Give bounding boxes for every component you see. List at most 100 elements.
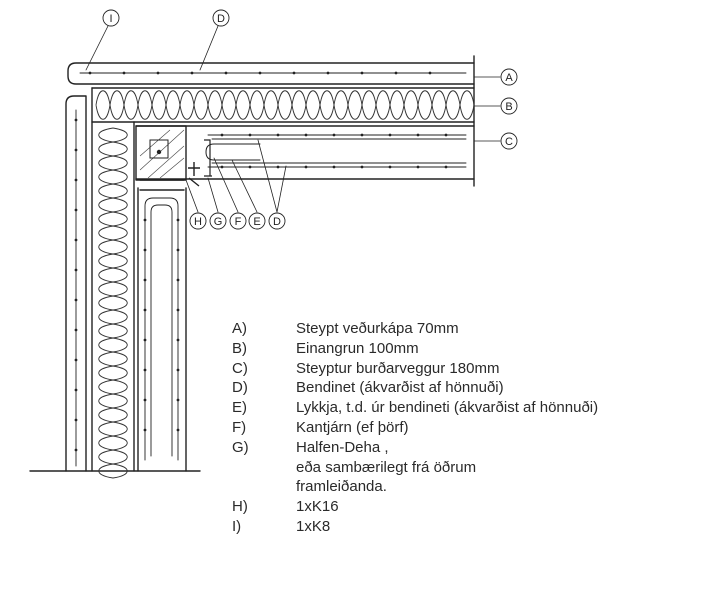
leader-E [231, 159, 258, 213]
legend-text: eða sambærilegt frá öðrum [296, 458, 477, 476]
legend-key [230, 477, 296, 497]
callout-C [500, 132, 518, 150]
corner-rebar-square [149, 139, 169, 159]
leader-D-bottom [257, 139, 287, 213]
corner-rebar-dot [156, 149, 162, 155]
callout-H-label: H [194, 216, 202, 228]
legend-item: B) Einangrun 100mm [230, 339, 598, 359]
rebar-dot [176, 338, 180, 342]
legend-text: framleiðanda. [296, 478, 387, 496]
rebar-dot [176, 308, 180, 312]
callout-H [189, 212, 207, 230]
rebar-dot [74, 418, 78, 422]
leader-H [185, 179, 199, 213]
rebar-dot [74, 238, 78, 242]
outer-skin-horizontal [67, 62, 475, 85]
rebar-dot [304, 165, 308, 169]
rebar-dot [74, 298, 78, 302]
rebar-dot [74, 148, 78, 152]
rebar-dot [176, 368, 180, 372]
rebar-dot [190, 71, 194, 75]
rebar-dot [143, 428, 147, 432]
rebar-dot [276, 165, 280, 169]
rebar-dot [248, 133, 252, 137]
corner-block-hatching [139, 129, 185, 179]
callout-F [229, 212, 247, 230]
insulation-pattern-vertical [98, 127, 128, 479]
rebar-dot [258, 71, 262, 75]
rebar-dot [74, 118, 78, 122]
rebar-loop [205, 143, 261, 161]
rebar-dot [292, 71, 296, 75]
rebar-dot [74, 328, 78, 332]
callout-A-label: A [505, 72, 513, 84]
callout-G [209, 212, 227, 230]
rebar-dot [143, 218, 147, 222]
legend-item: A) Steypt veðurkápa 70mm [230, 319, 598, 339]
legend-item: C)Steyptur burðarveggur 180mm [230, 359, 598, 379]
rebar-dot [143, 248, 147, 252]
rebar-dot [74, 388, 78, 392]
outer-skin-vertical [65, 95, 87, 472]
legend-text: Lykkja, t.d. úr bendineti (ákvarðist af … [296, 399, 599, 417]
rebar-dot [88, 71, 92, 75]
legend-text: Steypt veðurkápa 70mm [296, 320, 459, 337]
legend-key: C) [232, 359, 248, 377]
legend-item: I)1xK8 [230, 517, 598, 537]
edge-bar-marks [204, 139, 212, 177]
callout-A [500, 68, 518, 86]
legend-key: F) [232, 418, 247, 436]
legend-key [230, 458, 296, 478]
callout-F-label: F [235, 216, 242, 228]
rebar-dot [143, 398, 147, 402]
rebar-dot [276, 133, 280, 137]
legend-key: G) [232, 438, 249, 456]
legend-key: A) [232, 320, 247, 337]
rebar-dot [332, 133, 336, 137]
legend-item: E)Lykkja, t.d. úr bendineti (ákvarðist a… [230, 398, 598, 418]
rebar-dot [428, 71, 432, 75]
legend-item-continuation: framleiðanda. [230, 477, 598, 497]
legend-text: Einangrun 100mm [296, 339, 419, 357]
rebar-dot [416, 165, 420, 169]
legend-item: H) 1xK16 [230, 497, 598, 517]
rebar-dot [122, 71, 126, 75]
leader-F [213, 157, 239, 213]
legend-key: H) [232, 498, 248, 516]
rebar-dot [248, 165, 252, 169]
rebar-dot [143, 368, 147, 372]
callout-D-label: D [217, 13, 225, 25]
rebar-dot [74, 208, 78, 212]
rebar-dot [388, 165, 392, 169]
legend-key: I) [232, 517, 242, 535]
callout-I [102, 9, 120, 27]
legend-item: G) Halfen-Deha , [230, 438, 598, 458]
legend-text: 1xK16 [296, 498, 339, 516]
legend-key: D) [232, 379, 248, 397]
rebar-dot [74, 448, 78, 452]
rebar-vertical-outer-loop [144, 197, 179, 461]
legend-item-continuation: eða sambærilegt frá öðrum [230, 458, 598, 478]
callout-C-label: C [505, 136, 513, 148]
rebar-dot [74, 358, 78, 362]
legend-text: Halfen-Deha , [296, 438, 389, 456]
callout-E-label: E [253, 216, 260, 228]
legend-text: Kantjárn (ef þörf) [296, 418, 409, 436]
rebar-dot [176, 218, 180, 222]
rebar-cross-sections [74, 71, 448, 452]
rebar-dot [326, 71, 330, 75]
rebar-dot [444, 133, 448, 137]
legend-key: B) [232, 339, 247, 357]
rebar-dot [176, 398, 180, 402]
insulation-pattern-horizontal [95, 90, 475, 120]
rebar-dot [224, 71, 228, 75]
rebar-dot [220, 165, 224, 169]
rebar-dot [394, 71, 398, 75]
rebar-dot [360, 165, 364, 169]
rebar-dot [304, 133, 308, 137]
leader-G [207, 177, 219, 213]
rebar-dot [74, 268, 78, 272]
callout-D [212, 9, 230, 27]
